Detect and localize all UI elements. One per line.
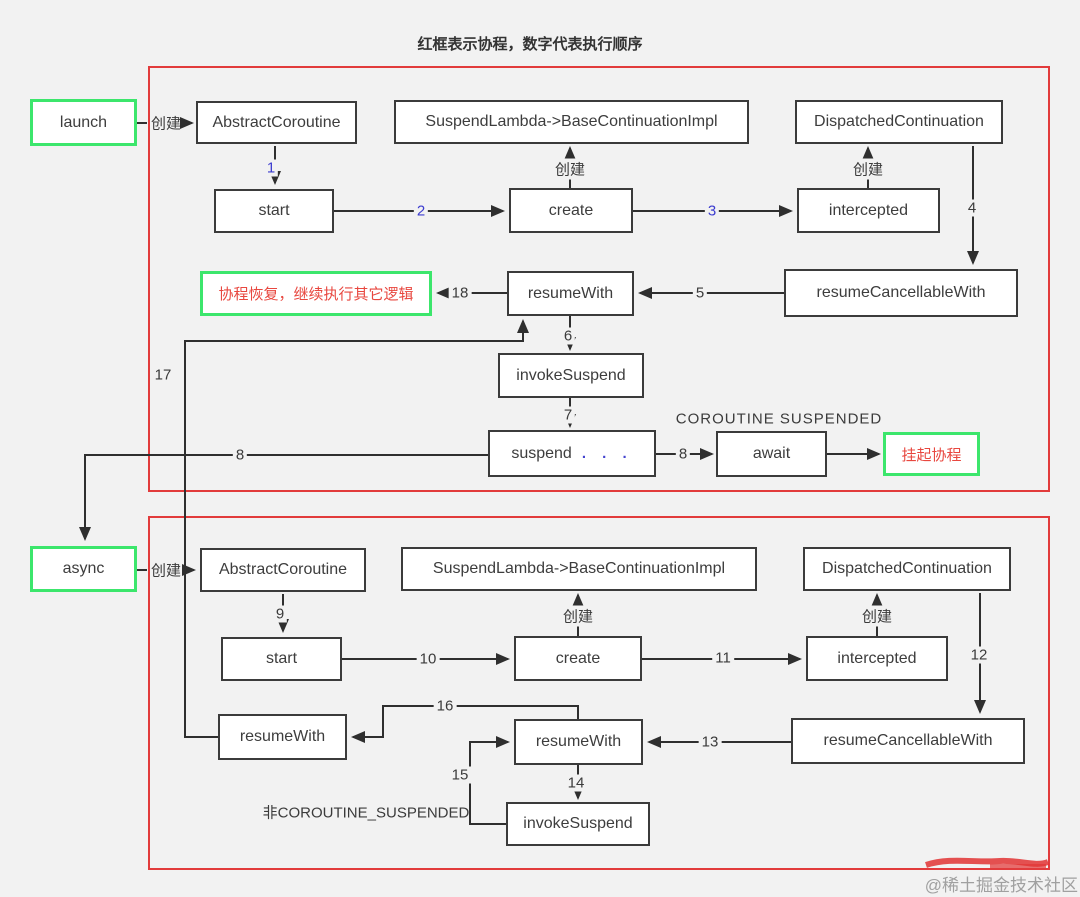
suspend-dots: . . . (581, 445, 633, 462)
top-resume-cancellable-with-label: resumeCancellableWith (816, 284, 986, 301)
create-label-bottom-dispatched: 创建 (859, 605, 895, 627)
coroutine-resume-note: 协程恢复，继续执行其它逻辑 (200, 271, 432, 316)
step-7: 7 (560, 406, 576, 424)
create-label-async: 创建 (150, 562, 182, 580)
top-create-label: create (548, 201, 594, 219)
top-dispatched-continuation-label: DispatchedContinuation (814, 113, 984, 130)
create-label-launch: 创建 (150, 115, 182, 133)
top-resume-with-label: resumeWith (527, 284, 614, 302)
bottom-right-resume-with-node: resumeWith (514, 719, 643, 765)
bottom-start-node: start (221, 637, 342, 681)
step-15: 15 (448, 766, 472, 784)
bottom-dispatched-continuation-node: DispatchedContinuation (803, 547, 1011, 591)
top-invoke-suspend-label: invokeSuspend (516, 366, 626, 384)
bottom-abstract-coroutine-node: AbstractCoroutine (200, 548, 366, 592)
step-9: 9 (272, 605, 288, 623)
step-11: 11 (712, 649, 734, 667)
create-label-top-dispatched: 创建 (850, 158, 886, 180)
await-node: await (716, 431, 827, 477)
top-start-node: start (214, 189, 334, 233)
bottom-create-node: create (514, 636, 642, 681)
bottom-left-resume-with-label: resumeWith (239, 728, 326, 745)
step-4: 4 (964, 199, 980, 217)
step-1: 1 (263, 159, 279, 177)
step-13: 13 (698, 733, 722, 751)
async-entry-label: async (62, 560, 105, 577)
step-10: 10 (416, 650, 440, 668)
step-2: 2 (413, 202, 429, 220)
red-marker-scribble (925, 857, 1050, 868)
step-12: 12 (967, 646, 991, 664)
page-title: 红框表示协程，数字代表执行顺序 (417, 36, 643, 53)
await-label: await (752, 445, 791, 462)
bottom-intercepted-node: intercepted (806, 636, 948, 681)
top-suspend-lambda-node: SuspendLambda->BaseContinuationImpl (394, 100, 749, 144)
step-17: 17 (151, 366, 175, 384)
bottom-resume-cancellable-with-label: resumeCancellableWith (823, 732, 993, 749)
top-dispatched-continuation-node: DispatchedContinuation (795, 100, 1003, 144)
bottom-left-resume-with-node: resumeWith (218, 714, 347, 760)
top-create-node: create (509, 188, 633, 233)
top-abstract-coroutine-node: AbstractCoroutine (196, 101, 357, 144)
bottom-dispatched-continuation-label: DispatchedContinuation (822, 560, 992, 577)
top-invoke-suspend-node: invokeSuspend (498, 353, 644, 398)
bottom-right-resume-with-label: resumeWith (535, 733, 622, 750)
top-resume-with-node: resumeWith (507, 271, 634, 316)
step-18: 18 (448, 284, 472, 302)
suspend-node: suspend . . . (488, 430, 656, 477)
bottom-abstract-coroutine-label: AbstractCoroutine (218, 561, 348, 578)
arrow-step16-resumewith-to-resumewith-left (351, 705, 579, 743)
bottom-invoke-suspend-node: invokeSuspend (506, 802, 650, 846)
step-6: 6 (560, 327, 576, 345)
top-intercepted-node: intercepted (797, 188, 940, 233)
launch-entry-label: launch (59, 113, 108, 131)
bottom-suspend-lambda-label: SuspendLambda->BaseContinuationImpl (432, 560, 726, 577)
create-label-top-lambda: 创建 (552, 158, 588, 180)
step-8b: 8 (232, 446, 248, 464)
async-flow-wires (137, 564, 986, 825)
step-5: 5 (692, 284, 708, 302)
bottom-create-label: create (555, 649, 601, 667)
step-8: 8 (675, 445, 691, 463)
bottom-intercepted-label: intercepted (837, 649, 917, 667)
top-resume-cancellable-with-node: resumeCancellableWith (784, 269, 1018, 317)
watermark: @稀土掘金技术社区 (924, 876, 1078, 895)
top-start-label: start (258, 202, 290, 219)
async-entry-node: async (30, 546, 137, 592)
arrow-step8b-suspend-to-async (79, 454, 488, 541)
top-abstract-coroutine-label: AbstractCoroutine (212, 113, 341, 131)
top-suspend-lambda-label: SuspendLambda->BaseContinuationImpl (425, 113, 718, 130)
step-16: 16 (433, 697, 457, 715)
step-14: 14 (564, 774, 588, 792)
top-intercepted-label: intercepted (828, 201, 909, 219)
hang-coroutine-note-label: 挂起协程 (901, 446, 962, 464)
bottom-invoke-suspend-label: invokeSuspend (523, 815, 633, 832)
not-coroutine-suspended-note: 非COROUTINE_SUSPENDED (262, 804, 470, 822)
launch-coroutine-frame (148, 66, 1050, 492)
bottom-resume-cancellable-with-node: resumeCancellableWith (791, 718, 1025, 764)
async-coroutine-frame (148, 516, 1050, 870)
hang-coroutine-note: 挂起协程 (883, 432, 980, 476)
coroutine-suspended-note: COROUTINE SUSPENDED (675, 410, 883, 428)
suspend-label: suspend (511, 444, 572, 462)
bottom-start-label: start (265, 650, 298, 667)
step-3: 3 (704, 202, 720, 220)
bottom-suspend-lambda-node: SuspendLambda->BaseContinuationImpl (401, 547, 757, 591)
arrow-step17-resumewith-to-resumewith (184, 319, 529, 738)
launch-entry-node: launch (30, 99, 137, 146)
coroutine-resume-note-label: 协程恢复，继续执行其它逻辑 (218, 286, 414, 303)
arrow-step15-invokesuspend-to-resumewith (469, 736, 510, 825)
create-label-bottom-lambda: 创建 (560, 605, 596, 627)
